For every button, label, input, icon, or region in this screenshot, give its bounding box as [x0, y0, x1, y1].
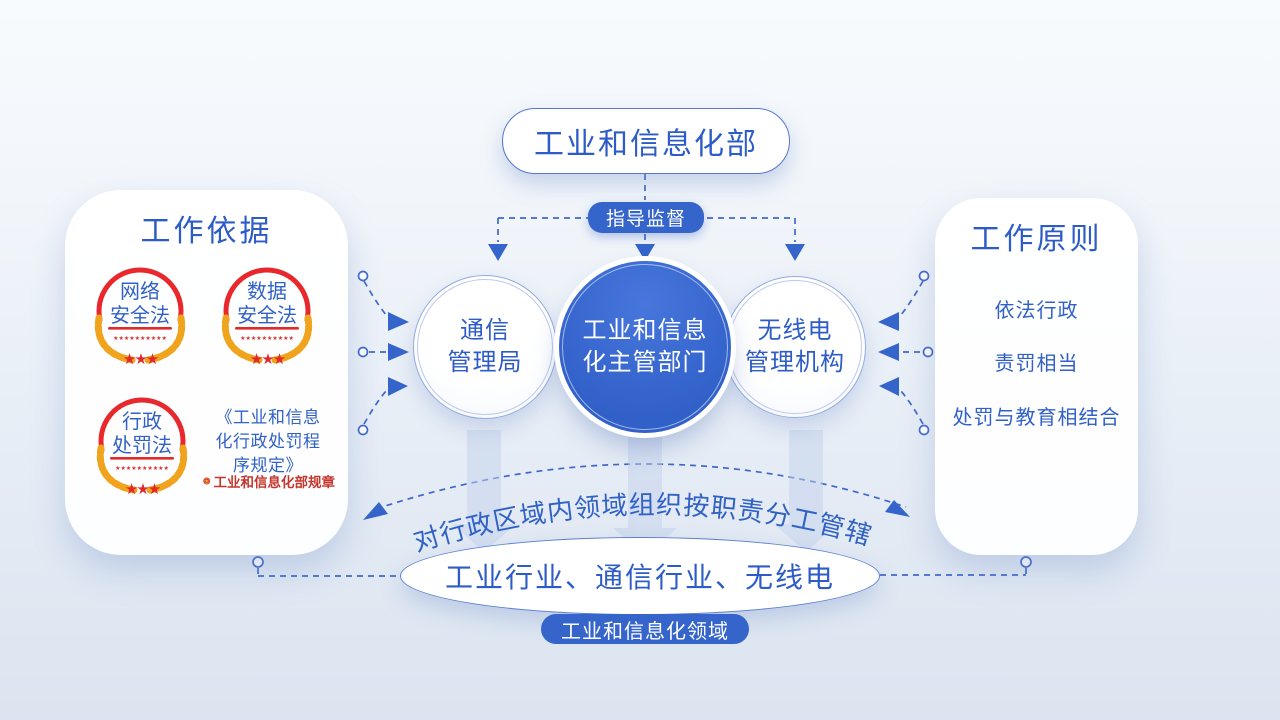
- connector-left-bottom: [363, 389, 388, 425]
- industries-label: 工业行业、通信行业、无线电: [444, 562, 835, 593]
- svg-text:数据: 数据: [247, 280, 287, 303]
- badge-arc: [96, 267, 184, 323]
- laurel-left: [94, 314, 136, 364]
- governing-arc: [375, 463, 907, 510]
- industries-ellipse: 工业行业、通信行业、无线电: [400, 537, 880, 615]
- circle-competent-department: 工业和信息 化主管部门: [559, 261, 731, 433]
- principle-item: 处罚与教育相结合: [952, 407, 1121, 429]
- laurel-right: [144, 314, 186, 364]
- law-badge-datasecurity: 数据 安全法 ★★★★★★★★★★ ★★★: [221, 267, 313, 368]
- laurel-left: [221, 314, 263, 364]
- connector-right-top: [899, 280, 924, 317]
- circle-communications-bureau: 通信 管理局: [413, 275, 557, 419]
- svg-text:安全法: 安全法: [237, 304, 297, 327]
- national-emblem-icon: [203, 477, 211, 485]
- circle-center-label: 工业和信息 化主管部门: [582, 317, 708, 376]
- domain-badge: 工业和信息化领域: [541, 614, 749, 644]
- connector-bottom-left: [257, 568, 398, 577]
- connector-right-bottom: [899, 389, 924, 425]
- connector-bottom-right: [880, 568, 1027, 576]
- supervise-badge: 指导监督: [588, 202, 704, 233]
- svg-text:★★★★★★★★★★: ★★★★★★★★★★: [240, 335, 294, 342]
- svg-text:★★★: ★★★: [250, 351, 286, 368]
- work-basis-panel: 工作依据 网络 安全法 ★★★★★★★★★★ ★★★ 数据 安全法 ★★★★★★…: [65, 190, 348, 555]
- law-badge-cybersecurity: 网络 安全法 ★★★★★★★★★★ ★★★: [94, 267, 186, 368]
- badge-underline: [110, 457, 174, 460]
- work-principles-title: 工作原则: [970, 223, 1103, 256]
- svg-text:★★★★★★★★★★: ★★★★★★★★★★: [113, 335, 167, 342]
- svg-text:处罚法: 处罚法: [112, 434, 172, 457]
- svg-text:★★★: ★★★: [125, 481, 161, 498]
- work-basis-title: 工作依据: [140, 215, 273, 248]
- badge-arc: [223, 267, 311, 323]
- domain-label: 工业和信息化领域: [561, 620, 729, 643]
- laurel-left: [96, 444, 138, 494]
- ministry-pill: 工业和信息化部: [502, 108, 790, 174]
- ministry-label: 工业和信息化部: [534, 128, 758, 161]
- badge-underline: [235, 327, 299, 330]
- regulation-title: 《工业和信息 化行政处罚程 序规定》: [215, 408, 321, 476]
- laurel-right: [271, 314, 313, 364]
- badge-underline: [108, 327, 172, 330]
- circle-radio-agency: 无线电 管理机构: [724, 276, 866, 418]
- principle-item: 依法行政: [994, 300, 1079, 322]
- principle-item: 责罚相当: [994, 353, 1079, 375]
- svg-text:网络: 网络: [120, 280, 160, 303]
- circle-left-label: 通信 管理局: [447, 317, 523, 376]
- svg-text:行政: 行政: [122, 410, 162, 433]
- work-principles-panel: 工作原则 依法行政 责罚相当 处罚与教育相结合: [935, 198, 1138, 555]
- supervise-label: 指导监督: [605, 209, 686, 230]
- regulation-tag: 工业和信息化部规章: [203, 471, 335, 491]
- svg-text:★★★★★★★★★★: ★★★★★★★★★★: [115, 465, 169, 472]
- laurel-right: [146, 444, 188, 494]
- svg-text:安全法: 安全法: [110, 304, 170, 327]
- law-badge-adminpenalty: 行政 处罚法 ★★★★★★★★★★ ★★★: [96, 397, 188, 498]
- svg-text:★★★: ★★★: [123, 351, 159, 368]
- circle-right-label: 无线电 管理机构: [745, 317, 845, 376]
- badge-arc: [98, 397, 186, 453]
- connector-left-top: [363, 280, 388, 317]
